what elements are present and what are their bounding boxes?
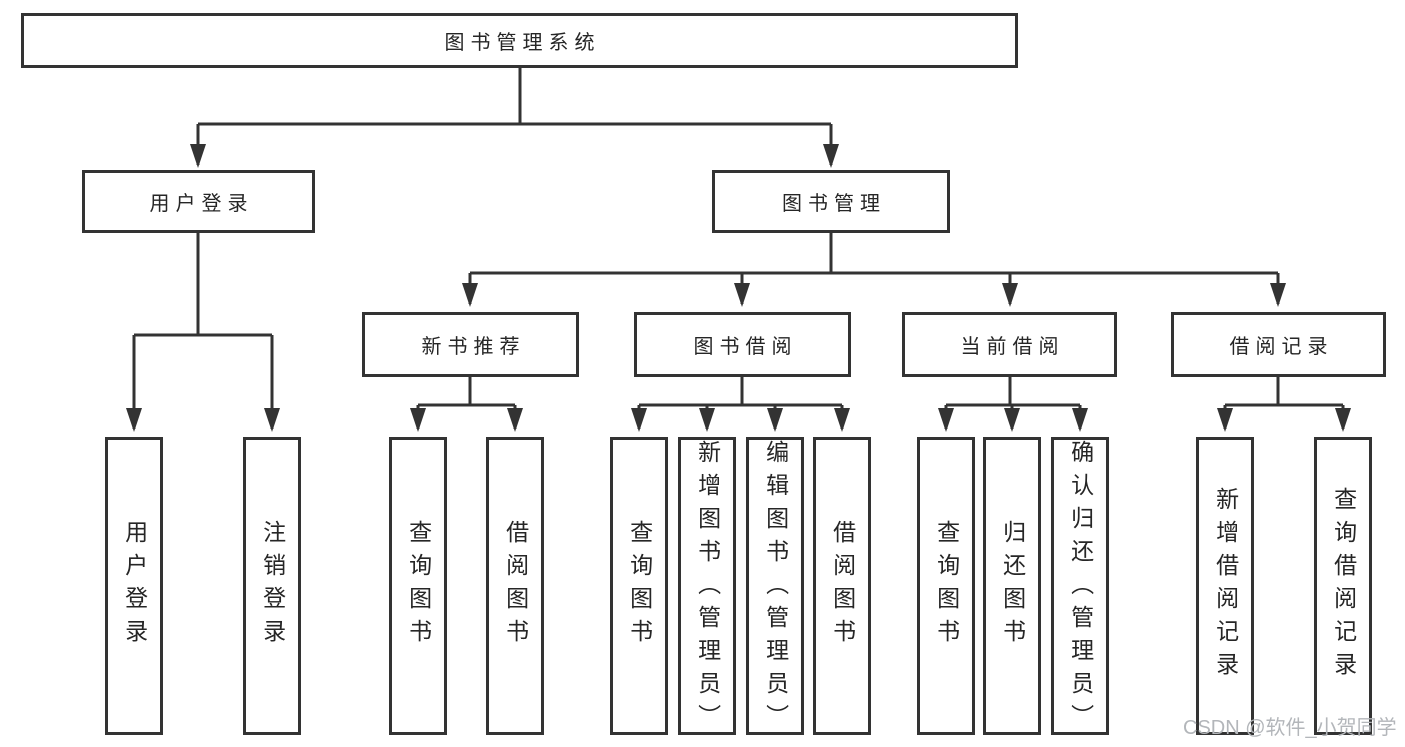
leaf-logout-label: 注销登录	[259, 520, 286, 652]
leaf-confirm-return-admin: 确认归还（管理员）	[1051, 437, 1109, 737]
node-book-management-label: 图书管理	[782, 193, 886, 215]
leaf-query-books-1: 查询图书	[389, 437, 447, 735]
leaf-return-books-label: 归还图书	[999, 520, 1026, 652]
leaf-query-books-3-label: 查询图书	[933, 520, 960, 652]
leaf-user-login: 用户登录	[105, 437, 163, 735]
leaf-add-borrow-record-label: 新增借阅记录	[1212, 487, 1239, 685]
leaf-query-books-2-label: 查询图书	[626, 520, 653, 652]
leaf-add-book-admin: 新增图书（管理员）	[678, 437, 736, 737]
node-root: 图书管理系统	[21, 13, 1018, 68]
node-borrow-records-label: 借阅记录	[1229, 336, 1334, 358]
leaf-query-books-3: 查询图书	[917, 437, 975, 735]
node-book-management: 图书管理	[712, 170, 950, 233]
node-user-login-label: 用户登录	[149, 193, 254, 215]
node-root-label: 图书管理系统	[444, 32, 601, 54]
leaf-confirm-return-admin-label: 确认归还（管理员）	[1067, 440, 1094, 737]
node-current-borrow-label: 当前借阅	[960, 336, 1065, 358]
leaf-edit-book-admin-label: 编辑图书（管理员）	[762, 440, 789, 737]
leaf-edit-book-admin: 编辑图书（管理员）	[746, 437, 804, 737]
leaf-borrow-books-1-label: 借阅图书	[502, 520, 529, 652]
leaf-add-book-admin-label: 新增图书（管理员）	[694, 440, 721, 737]
leaf-return-books: 归还图书	[983, 437, 1041, 735]
node-book-borrow-label: 图书借阅	[693, 336, 798, 358]
leaf-add-borrow-record: 新增借阅记录	[1196, 437, 1254, 735]
leaf-borrow-books-2: 借阅图书	[813, 437, 871, 735]
leaf-borrow-books-1: 借阅图书	[486, 437, 544, 735]
watermark-text: CSDN @软件_小贺同学	[1183, 717, 1397, 739]
node-new-book-recommend-label: 新书推荐	[421, 336, 526, 358]
leaf-query-books-2: 查询图书	[610, 437, 668, 735]
node-current-borrow: 当前借阅	[902, 312, 1117, 377]
node-user-login: 用户登录	[82, 170, 315, 233]
leaf-logout: 注销登录	[243, 437, 301, 735]
node-new-book-recommend: 新书推荐	[362, 312, 579, 377]
node-book-borrow: 图书借阅	[634, 312, 851, 377]
leaf-query-books-1-label: 查询图书	[405, 520, 432, 652]
leaf-user-login-label: 用户登录	[121, 520, 148, 652]
leaf-query-borrow-record-label: 查询借阅记录	[1330, 487, 1357, 685]
node-borrow-records: 借阅记录	[1171, 312, 1386, 377]
leaf-query-borrow-record: 查询借阅记录	[1314, 437, 1372, 735]
leaf-borrow-books-2-label: 借阅图书	[829, 520, 856, 652]
